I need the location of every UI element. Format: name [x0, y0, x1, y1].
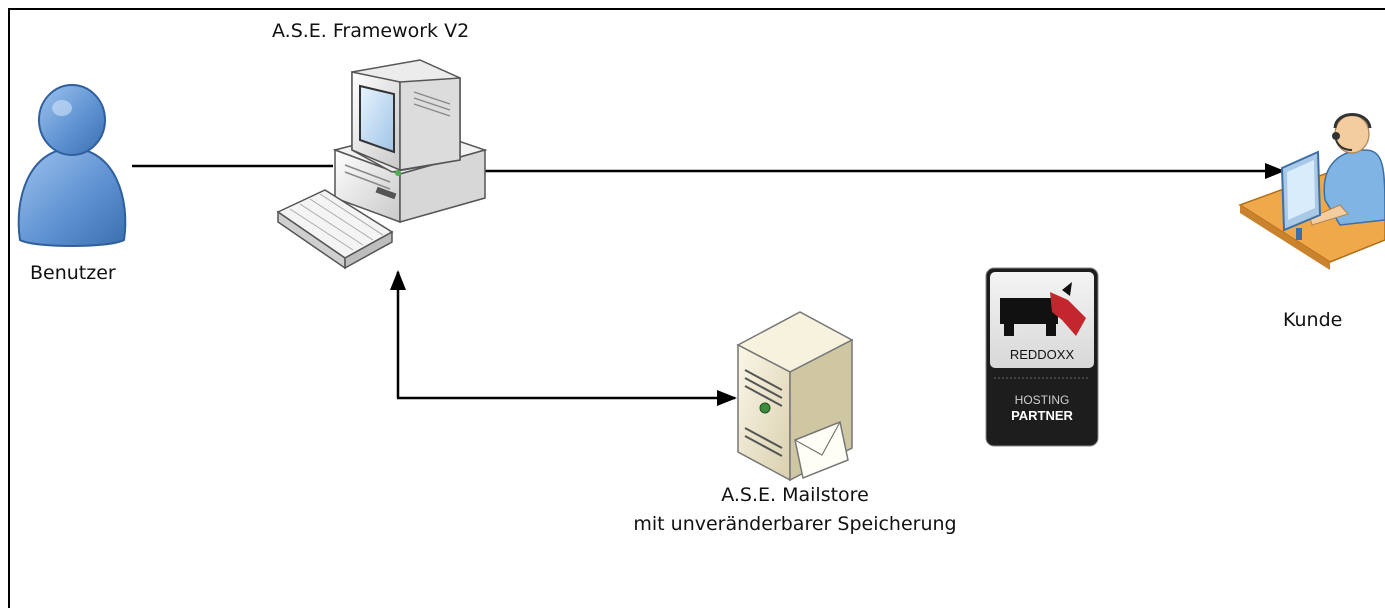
customer-icon: [1238, 113, 1385, 270]
mailstore-label-line2: mit unveränderbarer Speicherung: [633, 513, 957, 535]
reddoxx-hosting-partner-badge: REDDOXX HOSTING PARTNER: [985, 267, 1099, 447]
badge-brand-text: REDDOXX: [1010, 347, 1075, 362]
user-label: Benutzer: [30, 262, 116, 284]
framework-label: A.S.E. Framework V2: [272, 20, 470, 42]
diagram-frame: [8, 8, 1385, 608]
mailstore-label-line1: A.S.E. Mailstore: [721, 484, 869, 506]
badge-partner-text: PARTNER: [1011, 408, 1073, 423]
mailstore-server-icon: [736, 311, 854, 482]
reddoxx-dog-logo: [1000, 282, 1086, 336]
customer-label: Kunde: [1283, 309, 1343, 331]
badge-hosting-text: HOSTING: [1015, 393, 1070, 407]
computer-icon: [276, 59, 488, 270]
user-icon: [17, 84, 127, 247]
